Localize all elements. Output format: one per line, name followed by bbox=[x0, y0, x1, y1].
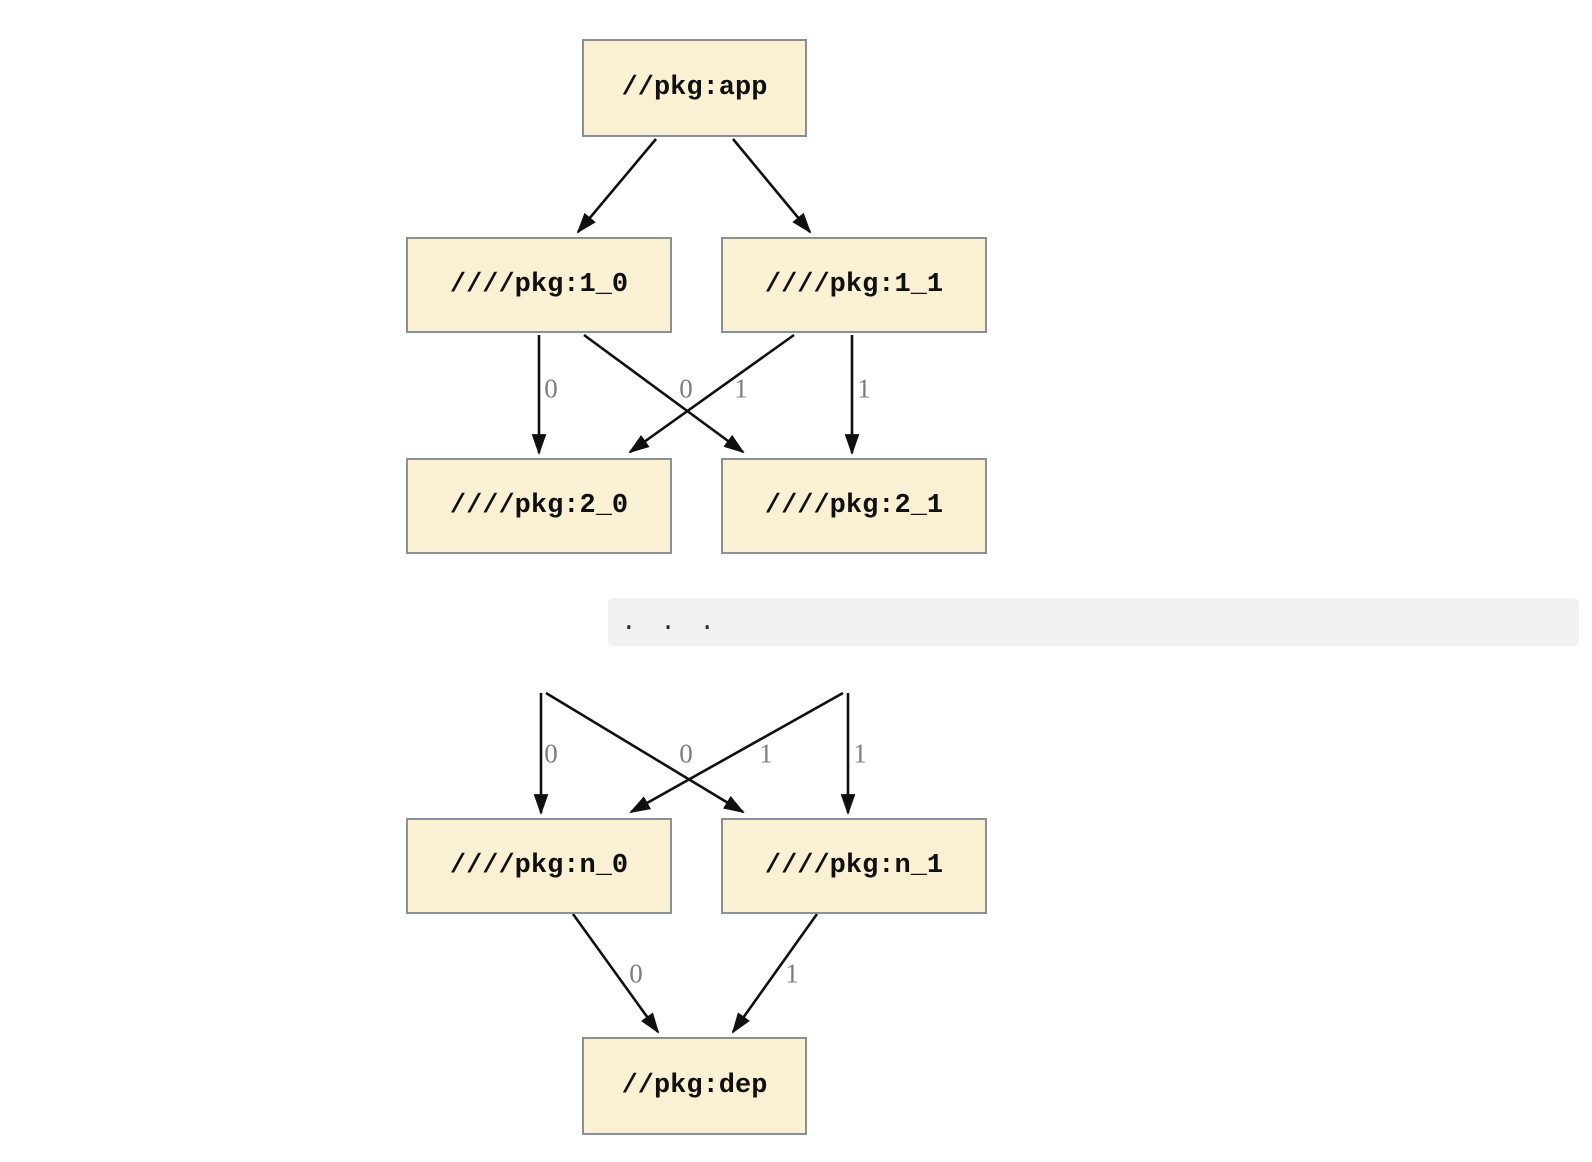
node-2_0-label: ////pkg:2_0 bbox=[449, 491, 629, 521]
edge-1_1-to-2_0 bbox=[628, 333, 795, 454]
edge-label-elided-n_1-mid: 1 bbox=[759, 738, 773, 769]
node-n_0: ////pkg:n_0 bbox=[406, 818, 672, 914]
edge-elided-to-n_1-diagonal bbox=[545, 691, 745, 814]
node-2_1-label: ////pkg:2_1 bbox=[764, 491, 944, 521]
edge-label-n_1-dep: 1 bbox=[785, 958, 799, 989]
edge-app-to-1_0 bbox=[576, 138, 657, 234]
node-n_0-label: ////pkg:n_0 bbox=[449, 851, 629, 881]
node-app: //pkg:app bbox=[582, 39, 807, 137]
edge-label-1_0-2_1: 1 bbox=[734, 373, 748, 404]
node-1_0-label: ////pkg:1_0 bbox=[449, 270, 629, 300]
edge-n_1-to-dep bbox=[731, 913, 819, 1034]
edge-1_0-to-2_1 bbox=[583, 333, 745, 454]
edge-app-to-1_1 bbox=[731, 138, 812, 234]
edge-label-1_1-2_1: 1 bbox=[857, 373, 871, 404]
node-1_1: ////pkg:1_1 bbox=[721, 237, 987, 333]
edge-n_0-to-dep bbox=[571, 913, 660, 1034]
node-1_0: ////pkg:1_0 bbox=[406, 237, 672, 333]
node-dep-label: //pkg:dep bbox=[621, 1071, 768, 1101]
node-app-label: //pkg:app bbox=[621, 73, 768, 103]
edge-elided-to-n_0-diagonal bbox=[629, 691, 844, 814]
ellipsis-text: . . . bbox=[621, 607, 720, 637]
edge-label-n_0-dep: 0 bbox=[629, 958, 643, 989]
node-2_1: ////pkg:2_1 bbox=[721, 458, 987, 554]
edge-label-elided-n_1-right: 1 bbox=[853, 738, 867, 769]
elided-rows-code-block: . . . bbox=[608, 598, 1579, 646]
node-n_1-label: ////pkg:n_1 bbox=[764, 851, 944, 881]
node-1_1-label: ////pkg:1_1 bbox=[764, 270, 944, 300]
edge-label-elided-n_0-mid: 0 bbox=[679, 738, 693, 769]
node-n_1: ////pkg:n_1 bbox=[721, 818, 987, 914]
edge-label-1_1-2_0: 0 bbox=[679, 373, 693, 404]
node-dep: //pkg:dep bbox=[582, 1037, 807, 1135]
edge-label-1_0-2_0: 0 bbox=[544, 373, 558, 404]
edge-label-elided-n_0-left: 0 bbox=[544, 738, 558, 769]
node-2_0: ////pkg:2_0 bbox=[406, 458, 672, 554]
